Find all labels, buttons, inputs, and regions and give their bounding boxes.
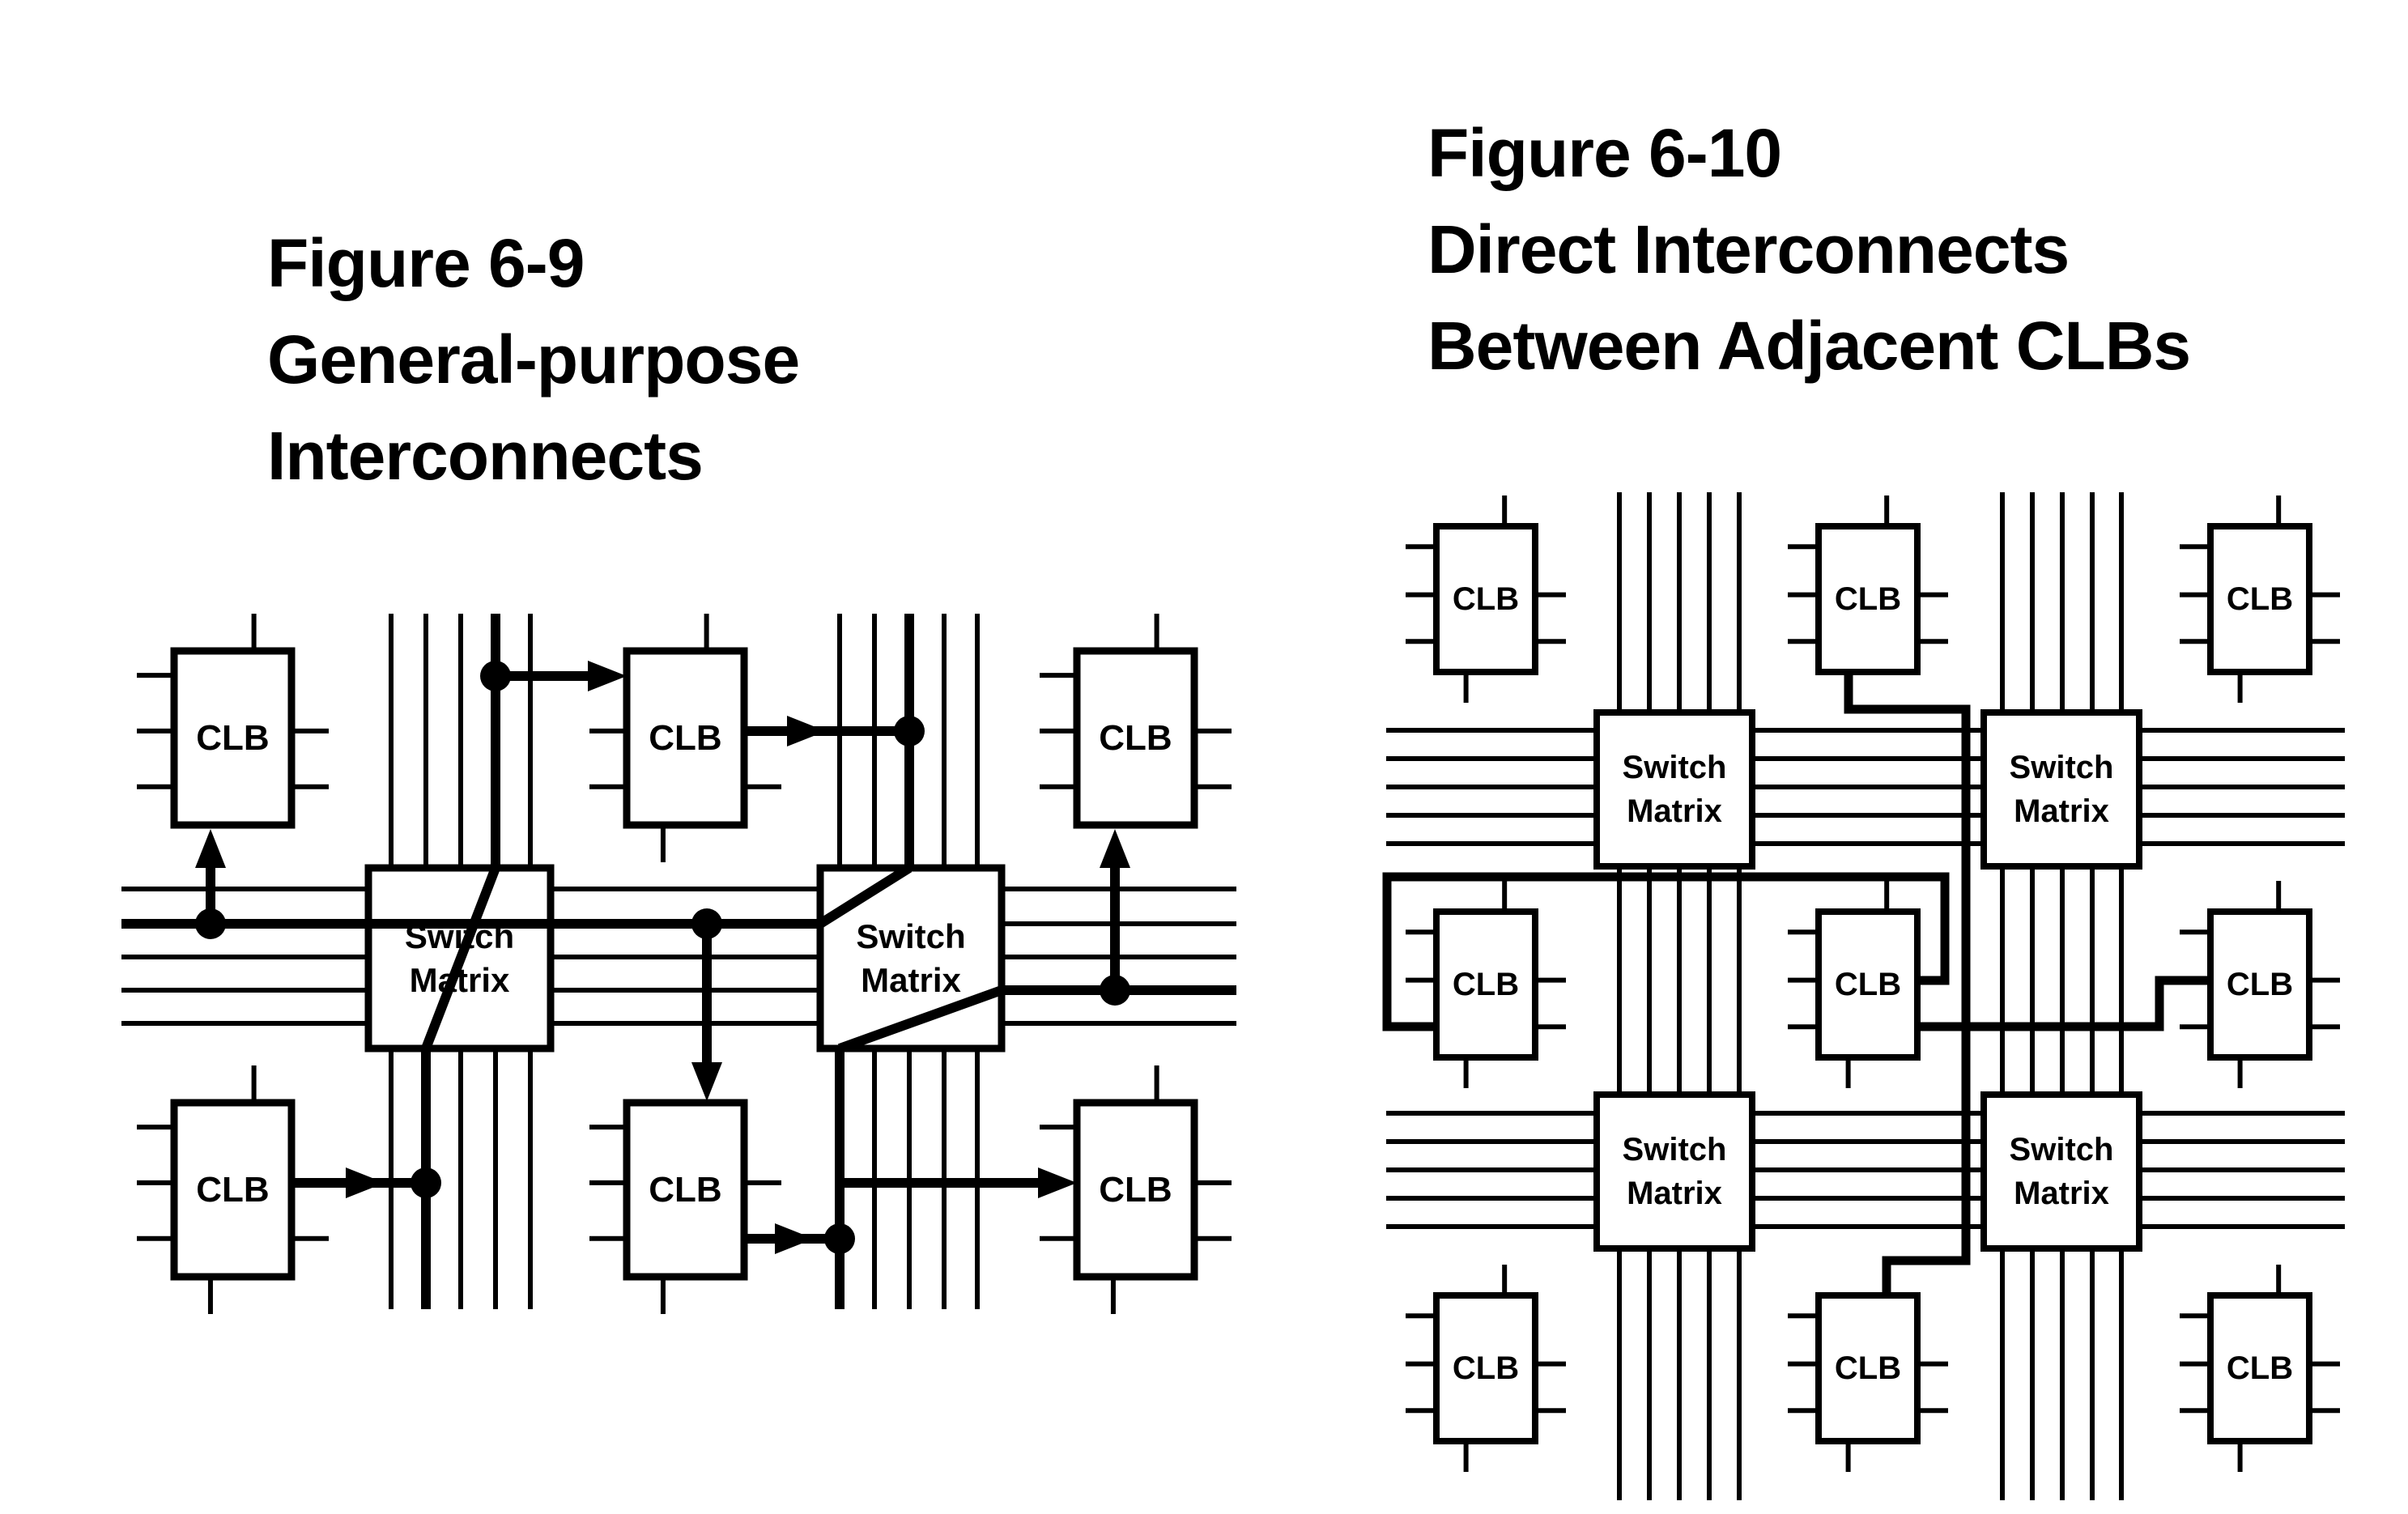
switch-matrix-label: Matrix <box>861 961 961 999</box>
clb-label: CLB <box>196 1170 269 1210</box>
routed-net <box>837 985 1004 1053</box>
clb-box <box>1433 908 1538 1061</box>
arrowhead <box>346 1167 385 1198</box>
figure-6-10-title-line-2: Direct Interconnects <box>1427 211 2070 287</box>
clb-box <box>1073 647 1198 829</box>
clb-label: CLB <box>1099 718 1172 758</box>
switch-matrix-label: Matrix <box>2014 793 2109 829</box>
switch-matrix-box <box>1593 709 1755 870</box>
figure-6-10-title: Figure 6-10 Direct Interconnects Between… <box>1427 105 2191 394</box>
clb-box <box>623 1099 748 1281</box>
switch-matrix-label: Switch <box>1623 750 1727 785</box>
arrowhead <box>1100 829 1130 868</box>
direct-interconnect-net <box>1382 872 1950 1031</box>
clb-box <box>1815 1292 1921 1444</box>
clb-box <box>1433 523 1538 675</box>
clb-label: CLB <box>1835 967 1901 1002</box>
figure-6-10-title-line-3: Between Adjacent CLBs <box>1427 308 2191 384</box>
clb-box <box>1815 908 1921 1061</box>
connection-dot <box>894 716 925 746</box>
connection-dot <box>691 908 722 939</box>
arrowhead <box>775 1223 814 1254</box>
arrowhead <box>195 829 226 868</box>
clb-label: CLB <box>2227 967 2293 1002</box>
clb-label: CLB <box>1453 967 1519 1002</box>
arrowhead <box>691 1062 722 1101</box>
connection-dot <box>411 1167 441 1198</box>
arrowhead <box>787 716 826 746</box>
switch-matrix-label: Switch <box>1623 1132 1727 1167</box>
clb-label: CLB <box>1835 581 1901 617</box>
switch-matrix-box <box>1593 1091 1755 1252</box>
figure-6-9-title-line-2: General-purpose <box>267 321 800 398</box>
switch-matrix-label: Matrix <box>1627 793 1722 829</box>
clb-label: CLB <box>1099 1170 1172 1210</box>
routed-net <box>817 863 913 929</box>
arrowhead <box>1038 1167 1077 1198</box>
switch-matrix-label: Matrix <box>1627 1176 1722 1211</box>
figure-6-9-title-line-1: Figure 6-9 <box>267 225 585 301</box>
switch-matrix-label: Switch <box>2010 750 2114 785</box>
figure-6-9-title-line-3: Interconnects <box>267 418 704 494</box>
switch-matrix-label: Switch <box>2010 1132 2114 1167</box>
clb-box <box>1073 1099 1198 1281</box>
figure-6-9-title: Figure 6-9 General-purpose Interconnects <box>267 215 800 504</box>
clb-box <box>170 1099 296 1281</box>
arrowhead <box>588 661 627 691</box>
clb-label: CLB <box>649 1170 721 1210</box>
clb-box <box>2207 1292 2312 1444</box>
connection-dot <box>824 1223 855 1254</box>
connection-dot <box>480 661 511 691</box>
clb-label: CLB <box>1835 1350 1901 1386</box>
clb-box <box>170 647 296 829</box>
clb-label: CLB <box>1453 581 1519 617</box>
figure-6-10-title-line-1: Figure 6-10 <box>1427 115 1782 191</box>
switch-matrix-box <box>1980 1091 2142 1252</box>
clb-box <box>2207 523 2312 675</box>
clb-box <box>1815 523 1921 675</box>
direct-interconnect-net <box>1844 672 1971 1295</box>
clb-label: CLB <box>2227 581 2293 617</box>
clb-label: CLB <box>1453 1350 1519 1386</box>
routed-net <box>421 865 500 1051</box>
connection-dot <box>195 908 226 939</box>
switch-matrix-label: Switch <box>856 917 965 955</box>
clb-box <box>2207 908 2312 1061</box>
clb-box <box>1433 1292 1538 1444</box>
clb-label: CLB <box>649 718 721 758</box>
clb-label: CLB <box>2227 1350 2293 1386</box>
connection-dot <box>1100 975 1130 1006</box>
direct-interconnect-net <box>1917 976 2210 1031</box>
switch-matrix-label: Matrix <box>2014 1176 2109 1211</box>
switch-matrix-box <box>1980 709 2142 870</box>
figure-6-10-diagram: SwitchMatrixSwitchMatrixSwitchMatrixSwit… <box>1382 492 2345 1500</box>
clb-label: CLB <box>196 718 269 758</box>
clb-box <box>623 647 748 829</box>
